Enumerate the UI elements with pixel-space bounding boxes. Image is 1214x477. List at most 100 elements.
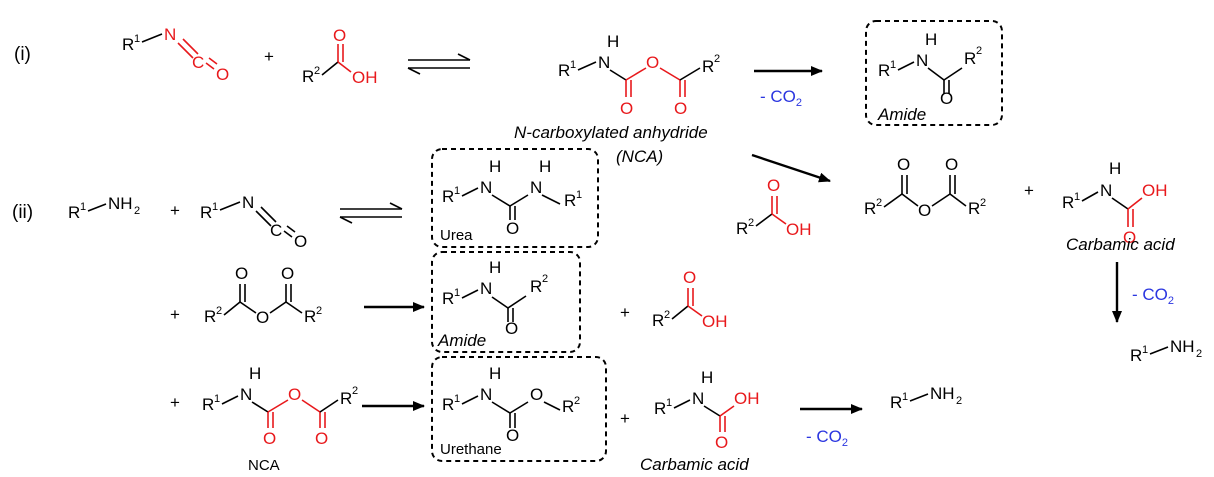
- amide-caption-top: Amide: [877, 105, 926, 124]
- svg-text:NH: NH: [108, 194, 133, 213]
- svg-text:O: O: [506, 426, 519, 445]
- svg-text:N: N: [1100, 181, 1112, 200]
- svg-text:R: R: [878, 61, 890, 80]
- svg-text:R: R: [654, 399, 666, 418]
- svg-text:R: R: [964, 49, 976, 68]
- plus-i-1: +: [264, 47, 274, 66]
- svg-text:O: O: [646, 53, 659, 72]
- plus-ii-3: +: [620, 303, 630, 322]
- amide-structure-middle: R 1 N H O R 2: [442, 258, 548, 338]
- svg-text:2: 2: [542, 273, 548, 285]
- svg-text:R: R: [340, 389, 352, 408]
- amine-product-right: R 1 NH 2: [1130, 337, 1202, 365]
- carboxylic-acid-product: R 2 O OH: [652, 268, 728, 331]
- amide-box-top: [865, 20, 1003, 126]
- svg-text:O: O: [281, 264, 294, 283]
- svg-text:O: O: [897, 155, 910, 174]
- svg-text:1: 1: [1142, 344, 1148, 356]
- svg-text:O: O: [505, 319, 518, 338]
- svg-text:OH: OH: [702, 312, 728, 331]
- svg-text:2: 2: [574, 395, 580, 407]
- svg-text:1: 1: [666, 397, 672, 409]
- svg-text:1: 1: [80, 201, 86, 213]
- svg-text:R: R: [200, 203, 212, 222]
- amide-structure-top: R 1 N H O R 2: [878, 30, 982, 108]
- carbamic-acid-bottom: R 1 N H O OH: [654, 368, 760, 452]
- svg-text:R: R: [68, 203, 80, 222]
- amine-product-bottom: R 1 NH 2: [890, 384, 962, 412]
- svg-text:R: R: [864, 199, 876, 218]
- svg-text:R: R: [442, 289, 454, 308]
- plus-ii-4: +: [170, 393, 180, 412]
- svg-text:O: O: [263, 429, 276, 448]
- svg-text:1: 1: [576, 189, 582, 201]
- svg-text:H: H: [1109, 159, 1121, 178]
- svg-text:R: R: [530, 277, 542, 296]
- svg-text:H: H: [539, 157, 551, 176]
- svg-text:OH: OH: [1142, 181, 1168, 200]
- svg-text:2: 2: [216, 305, 222, 317]
- svg-text:H: H: [701, 368, 713, 387]
- svg-text:2: 2: [134, 205, 140, 217]
- svg-text:R: R: [442, 395, 454, 414]
- nca-structure-i: R 1 N H O O O R 2: [558, 32, 720, 118]
- svg-text:1: 1: [570, 59, 576, 71]
- svg-text:2: 2: [1196, 348, 1202, 360]
- carboxylic-acid-reagent: R 2 O OH: [736, 176, 812, 239]
- svg-text:R: R: [562, 397, 574, 416]
- svg-text:OH: OH: [734, 389, 760, 408]
- isocyanate-i: R 1 N C O: [122, 25, 229, 84]
- svg-text:R: R: [736, 219, 748, 238]
- step-label-ii: (ii): [12, 202, 33, 223]
- carbamic-acid-caption-bottom: Carbamic acid: [640, 455, 749, 474]
- svg-text:1: 1: [134, 33, 140, 45]
- co2-loss-label-1: - CO2: [760, 87, 802, 109]
- svg-text:N: N: [916, 51, 928, 70]
- svg-text:2: 2: [876, 197, 882, 209]
- svg-text:N: N: [598, 53, 610, 72]
- amide-box-middle: [431, 251, 581, 353]
- svg-text:O: O: [294, 232, 307, 251]
- svg-text:R: R: [558, 61, 570, 80]
- svg-text:OH: OH: [352, 68, 378, 87]
- plus-ii-1: +: [170, 201, 180, 220]
- plus-ii-5: +: [620, 409, 630, 428]
- svg-text:1: 1: [1074, 191, 1080, 203]
- carbamic-acid-caption-right: Carbamic acid: [1066, 235, 1175, 254]
- nca-structure-ii: R 1 N H O O O R 2: [202, 364, 358, 448]
- urethane-box: [431, 356, 607, 462]
- svg-text:1: 1: [454, 393, 460, 405]
- svg-text:H: H: [489, 258, 501, 277]
- svg-text:2: 2: [664, 309, 670, 321]
- anhydride-product: R 2 O O O R 2: [864, 155, 986, 220]
- svg-text:R: R: [652, 311, 664, 330]
- svg-text:R: R: [890, 393, 902, 412]
- anhydride-reactant: R 2 O O O R 2: [204, 264, 322, 327]
- svg-text:R: R: [1062, 193, 1074, 212]
- svg-text:C: C: [192, 53, 204, 72]
- svg-text:R: R: [442, 187, 454, 206]
- svg-text:R: R: [1130, 346, 1142, 365]
- svg-text:2: 2: [748, 217, 754, 229]
- svg-text:NH: NH: [1170, 337, 1195, 356]
- svg-text:N: N: [164, 25, 176, 44]
- co2-loss-label-3: - CO2: [806, 427, 848, 449]
- svg-text:O: O: [216, 65, 229, 84]
- svg-text:O: O: [715, 433, 728, 452]
- svg-text:H: H: [925, 30, 937, 49]
- urea-structure: R 1 N H O N H R 1: [442, 157, 582, 238]
- svg-text:N: N: [530, 178, 542, 197]
- svg-text:O: O: [530, 385, 543, 404]
- svg-text:O: O: [674, 99, 687, 118]
- svg-text:R: R: [564, 191, 576, 210]
- urethane-caption: Urethane: [440, 441, 502, 458]
- svg-text:H: H: [489, 364, 501, 383]
- co2-loss-label-2: - CO2: [1132, 285, 1174, 307]
- nca-abbr-caption: (NCA): [616, 147, 663, 166]
- svg-text:O: O: [918, 201, 931, 220]
- svg-text:O: O: [1123, 228, 1136, 247]
- svg-text:2: 2: [956, 395, 962, 407]
- urethane-structure: R 1 N H O O R 2: [442, 364, 580, 445]
- carboxylic-acid-i: R 2 O OH: [302, 26, 378, 87]
- svg-text:O: O: [767, 176, 780, 195]
